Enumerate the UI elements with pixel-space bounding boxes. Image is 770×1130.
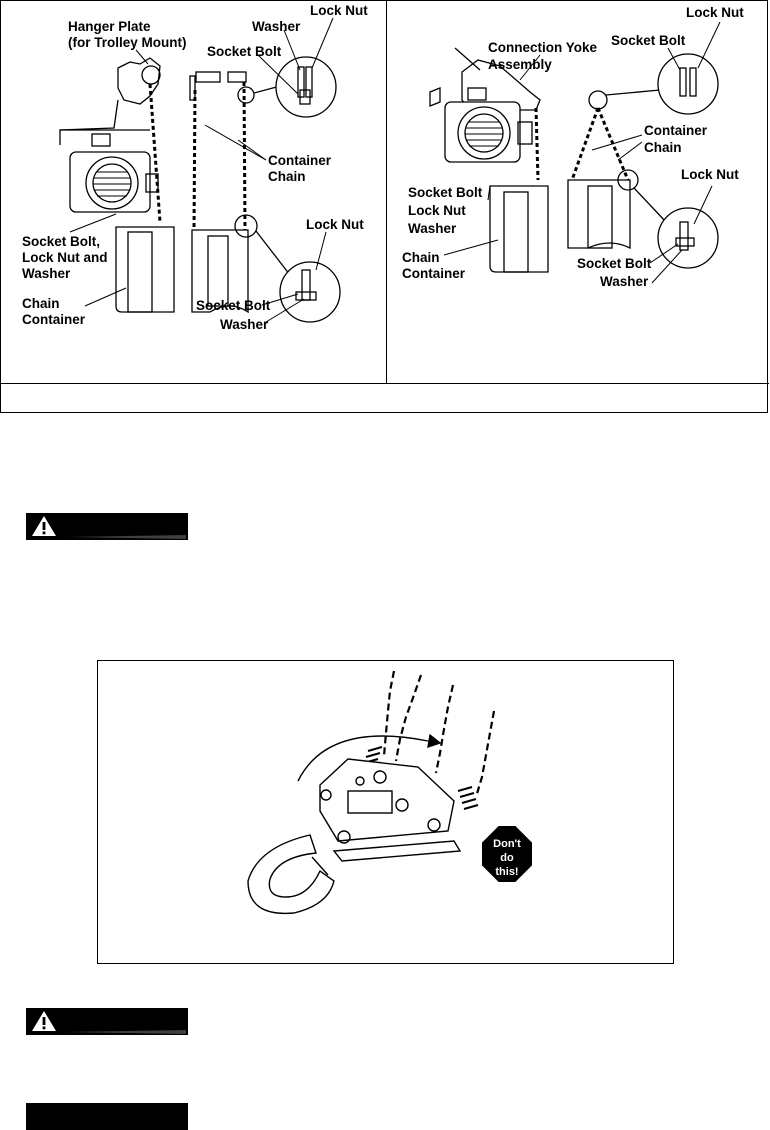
- notice-banner: [26, 1103, 188, 1130]
- stop-sign-text-3: this!: [495, 866, 518, 878]
- twisted-chain-hook-drawing: Don't do this!: [247, 670, 532, 915]
- left-panel-drawing: [59, 17, 721, 323]
- warning-banner: [26, 513, 188, 540]
- label-right-container-chain-2: Chain: [644, 140, 682, 155]
- label-right-chain-container: Chain: [402, 250, 440, 265]
- label-hanger-plate-sub: (for Trolley Mount): [68, 35, 187, 50]
- label-right-lock-nut-top: Lock Nut: [686, 5, 744, 20]
- label-connection-yoke-2: Assembly: [488, 57, 552, 72]
- hook-figure: Don't do this!: [97, 660, 674, 964]
- label-washer-top: Washer: [252, 19, 301, 34]
- figure-table: [0, 0, 769, 413]
- label-container-chain-2: Chain: [268, 169, 306, 184]
- stop-sign-icon: Don't do this!: [482, 826, 532, 882]
- label-socket-bolt-bottom: Socket Bolt: [196, 298, 271, 313]
- label-right-socket-bolt-lock-3: Washer: [408, 221, 457, 236]
- label-hanger-plate: Hanger Plate: [68, 19, 151, 34]
- label-chain-container-2: Container: [22, 312, 86, 327]
- label-container-chain: Container: [268, 153, 332, 168]
- label-right-socket-bolt-lock-1: Socket Bolt: [408, 185, 483, 200]
- label-socket-bolt-top: Socket Bolt: [207, 44, 282, 59]
- warning-triangle-icon-2: [32, 1011, 186, 1034]
- label-right-socket-bolt-lock-2: Lock Nut: [408, 203, 466, 218]
- label-socket-bolt-combo-1: Socket Bolt,: [22, 234, 101, 249]
- label-socket-bolt-combo-2: Lock Nut and: [22, 250, 108, 265]
- label-right-lock-nut-mid: Lock Nut: [681, 167, 739, 182]
- table-divider-vertical: [386, 1, 387, 383]
- stop-sign-text-2: do: [500, 852, 514, 864]
- table-divider-horizontal: [1, 383, 769, 384]
- label-socket-bolt-combo-3: Washer: [22, 266, 71, 281]
- label-right-socket-bolt-top: Socket Bolt: [611, 33, 686, 48]
- warning-triangle-icon: [32, 516, 186, 539]
- label-washer-bottom: Washer: [220, 317, 269, 332]
- stop-sign-text-1: Don't: [493, 838, 521, 850]
- label-chain-container: Chain: [22, 296, 60, 311]
- label-right-socket-bolt-bottom: Socket Bolt: [577, 256, 652, 271]
- label-right-container-chain: Container: [644, 123, 708, 138]
- label-right-chain-container-2: Container: [402, 266, 466, 281]
- label-connection-yoke: Connection Yoke: [488, 40, 598, 55]
- label-lock-nut-top: Lock Nut: [310, 3, 368, 18]
- label-lock-nut-mid: Lock Nut: [306, 217, 364, 232]
- label-right-washer-bottom: Washer: [600, 274, 649, 289]
- warning-banner-2: [26, 1008, 188, 1035]
